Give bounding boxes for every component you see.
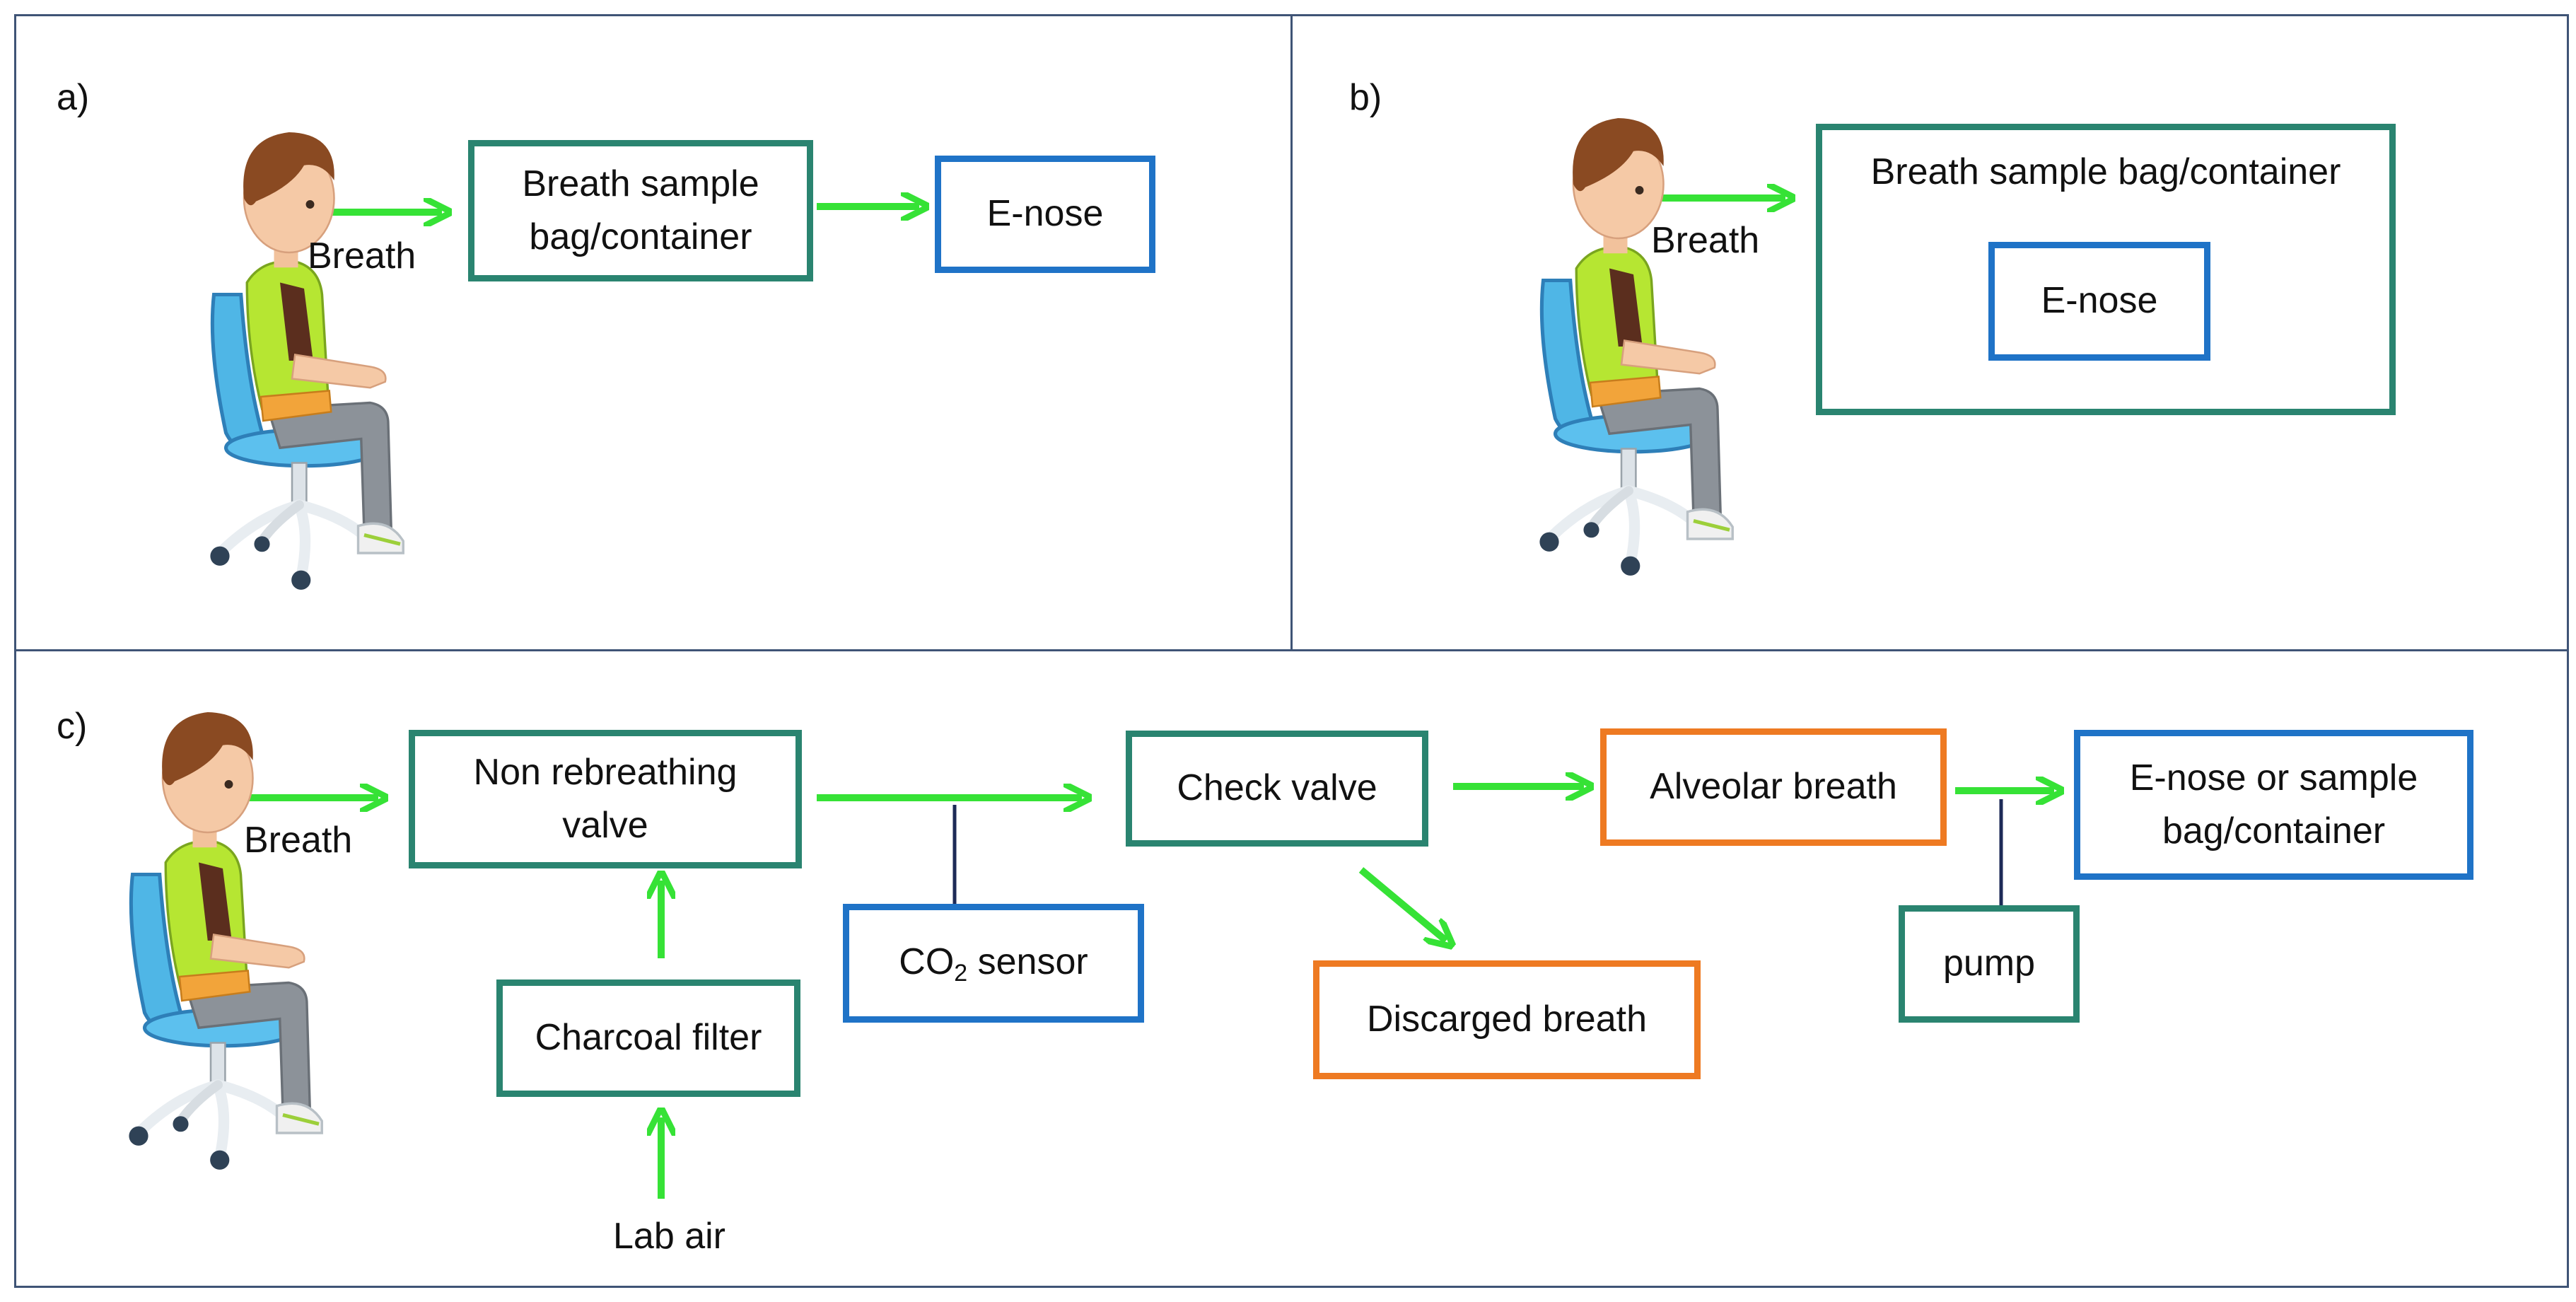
pump-label: pump <box>1942 943 2036 984</box>
bag-label-line1-a: Breath sample <box>522 163 759 204</box>
breath-label-c: Breath <box>244 820 353 861</box>
panel-c-label: c) <box>57 706 88 747</box>
charcoal-filter-label: Charcoal filter <box>535 1017 762 1059</box>
panel-c <box>14 649 2569 1288</box>
enose-c-line2: bag/container <box>2162 810 2386 851</box>
enose-label-b: E-nose <box>2041 280 2158 322</box>
non-rebreathing-valve-box: Non rebreathing valve <box>409 730 802 868</box>
alveolar-breath-box: Alveolar breath <box>1600 728 1947 846</box>
arrow-c-checkvalve-to-discarded <box>1358 867 1446 941</box>
co2-suffix: sensor <box>967 941 1088 982</box>
check-valve-box: Check valve <box>1126 731 1428 847</box>
alveolar-breath-label: Alveolar breath <box>1650 766 1897 808</box>
discarded-breath-label: Discarged breath <box>1367 999 1647 1040</box>
enose-box-a: E-nose <box>935 156 1155 273</box>
enose-box-b: E-nose <box>1988 242 2210 361</box>
nonrebreathing-line2: valve <box>562 805 648 846</box>
pump-box: pump <box>1899 905 2080 1023</box>
person-icon-b <box>1492 106 1775 587</box>
breath-label-a: Breath <box>308 236 416 277</box>
co2-subscript: 2 <box>954 959 968 987</box>
enose-c-line1: E-nose or sample <box>2129 757 2418 798</box>
person-icon-c <box>81 700 364 1181</box>
panel-b-label: b) <box>1349 77 1382 118</box>
bag-label-line2-a: bag/container <box>529 216 752 257</box>
breath-sample-bag-box-a: Breath sample bag/container <box>468 140 813 281</box>
bag-label-b: Breath sample bag/container <box>1870 151 2341 192</box>
person-icon-a <box>163 120 445 601</box>
discarded-breath-box: Discarged breath <box>1313 960 1701 1079</box>
enose-label-a: E-nose <box>986 193 1104 235</box>
nonrebreathing-line1: Non rebreathing <box>473 751 738 793</box>
co2-sensor-box: CO2 sensor <box>843 904 1144 1023</box>
check-valve-label: Check valve <box>1177 767 1377 809</box>
co2-prefix: CO <box>899 941 955 982</box>
panel-a-label: a) <box>57 77 90 118</box>
co2-sensor-label: CO2 sensor <box>899 936 1088 991</box>
enose-or-sample-bag-box: E-nose or sample bag/container <box>2074 730 2473 880</box>
breath-label-b: Breath <box>1651 220 1760 261</box>
charcoal-filter-box: Charcoal filter <box>496 980 800 1097</box>
lab-air-label: Lab air <box>613 1216 725 1257</box>
